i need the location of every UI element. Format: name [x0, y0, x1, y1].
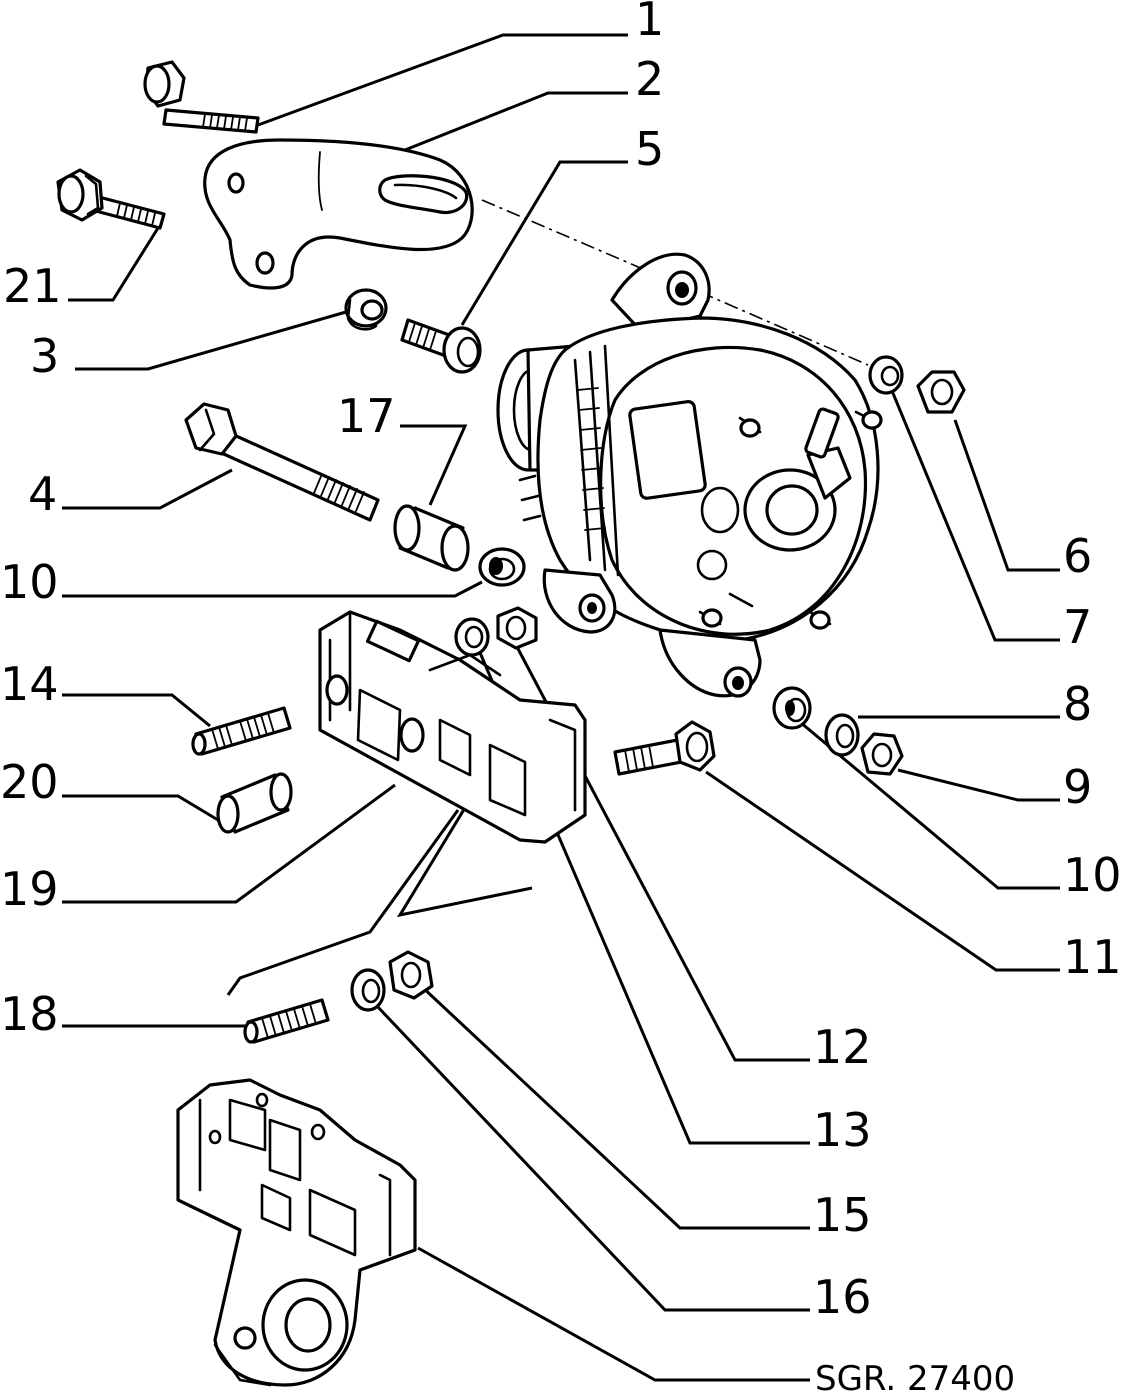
- bracket-part-2: [203, 138, 474, 290]
- leader-14: [62, 693, 211, 728]
- leader-7: [888, 385, 1060, 642]
- callout-5: 5: [635, 122, 664, 176]
- leader-10-left: [62, 580, 483, 598]
- callout-9: 9: [1063, 760, 1092, 814]
- callout-14: 14: [0, 657, 59, 711]
- washer-part-7: [868, 355, 904, 395]
- leader-9: [897, 768, 1060, 802]
- leader-5: [460, 160, 628, 326]
- bushing-part-17: [393, 504, 470, 572]
- reference-code: SGR. 27400: [815, 1359, 1015, 1394]
- bolt-part-1: [143, 60, 260, 134]
- leader-21: [68, 227, 160, 302]
- callout-11: 11: [1063, 930, 1121, 984]
- washer-part-10-left: [478, 547, 526, 587]
- leader-10-right: [799, 720, 1060, 890]
- callout-1: 1: [635, 0, 664, 46]
- bolt-part-21: [56, 168, 166, 230]
- nut-part-15: [388, 950, 434, 1000]
- callout-10-right: 10: [1063, 848, 1121, 902]
- callout-13: 13: [813, 1103, 872, 1157]
- bolt-part-11: [613, 720, 716, 776]
- stud-guide-lower: [226, 809, 460, 996]
- leader-19: [62, 783, 396, 904]
- nut-part-6: [916, 370, 966, 414]
- callout-10-left: 10: [0, 555, 59, 609]
- spacer-part-3: [344, 288, 388, 331]
- leader-15: [418, 983, 810, 1230]
- screw-part-5: [400, 318, 482, 374]
- bolt-part-4: [184, 402, 380, 522]
- alternator: [496, 252, 883, 698]
- leader-16: [374, 1003, 810, 1312]
- leader-12: [514, 644, 810, 1062]
- washer-part-16: [350, 968, 386, 1012]
- callout-12: 12: [813, 1020, 872, 1074]
- callout-15: 15: [813, 1188, 872, 1242]
- callout-4: 4: [28, 467, 57, 521]
- callout-8: 8: [1063, 677, 1092, 731]
- leader-1: [257, 33, 628, 127]
- callout-7: 7: [1063, 600, 1092, 654]
- nut-part-9: [860, 732, 904, 776]
- washer-part-10-right: [772, 686, 812, 730]
- callout-19: 19: [0, 862, 59, 916]
- washer-part-8: [824, 713, 860, 757]
- leader-4: [62, 468, 233, 510]
- engine-support-bracket: [176, 1078, 417, 1387]
- leader-20: [62, 794, 219, 822]
- stud-part-18: [243, 998, 330, 1044]
- callout-21: 21: [3, 259, 62, 313]
- callout-17: 17: [337, 389, 396, 443]
- callout-20: 20: [0, 755, 59, 809]
- leader-3: [75, 310, 347, 371]
- nut-part-12: [496, 606, 538, 650]
- callout-6: 6: [1063, 529, 1092, 583]
- leader-2: [404, 91, 628, 152]
- callout-18: 18: [0, 987, 59, 1041]
- callout-2: 2: [635, 52, 664, 106]
- support-bracket-part-19: [318, 610, 587, 844]
- callout-3: 3: [30, 329, 59, 383]
- leader-17: [400, 424, 468, 506]
- leader-6: [953, 419, 1060, 572]
- leader-sgr: [417, 1246, 810, 1382]
- stud-part-14: [191, 706, 292, 756]
- washer-part-13: [454, 617, 490, 657]
- leader-lines: [62, 33, 1060, 1382]
- leader-11: [705, 770, 1060, 972]
- dowel-part-20: [216, 772, 293, 834]
- callout-16: 16: [813, 1270, 872, 1324]
